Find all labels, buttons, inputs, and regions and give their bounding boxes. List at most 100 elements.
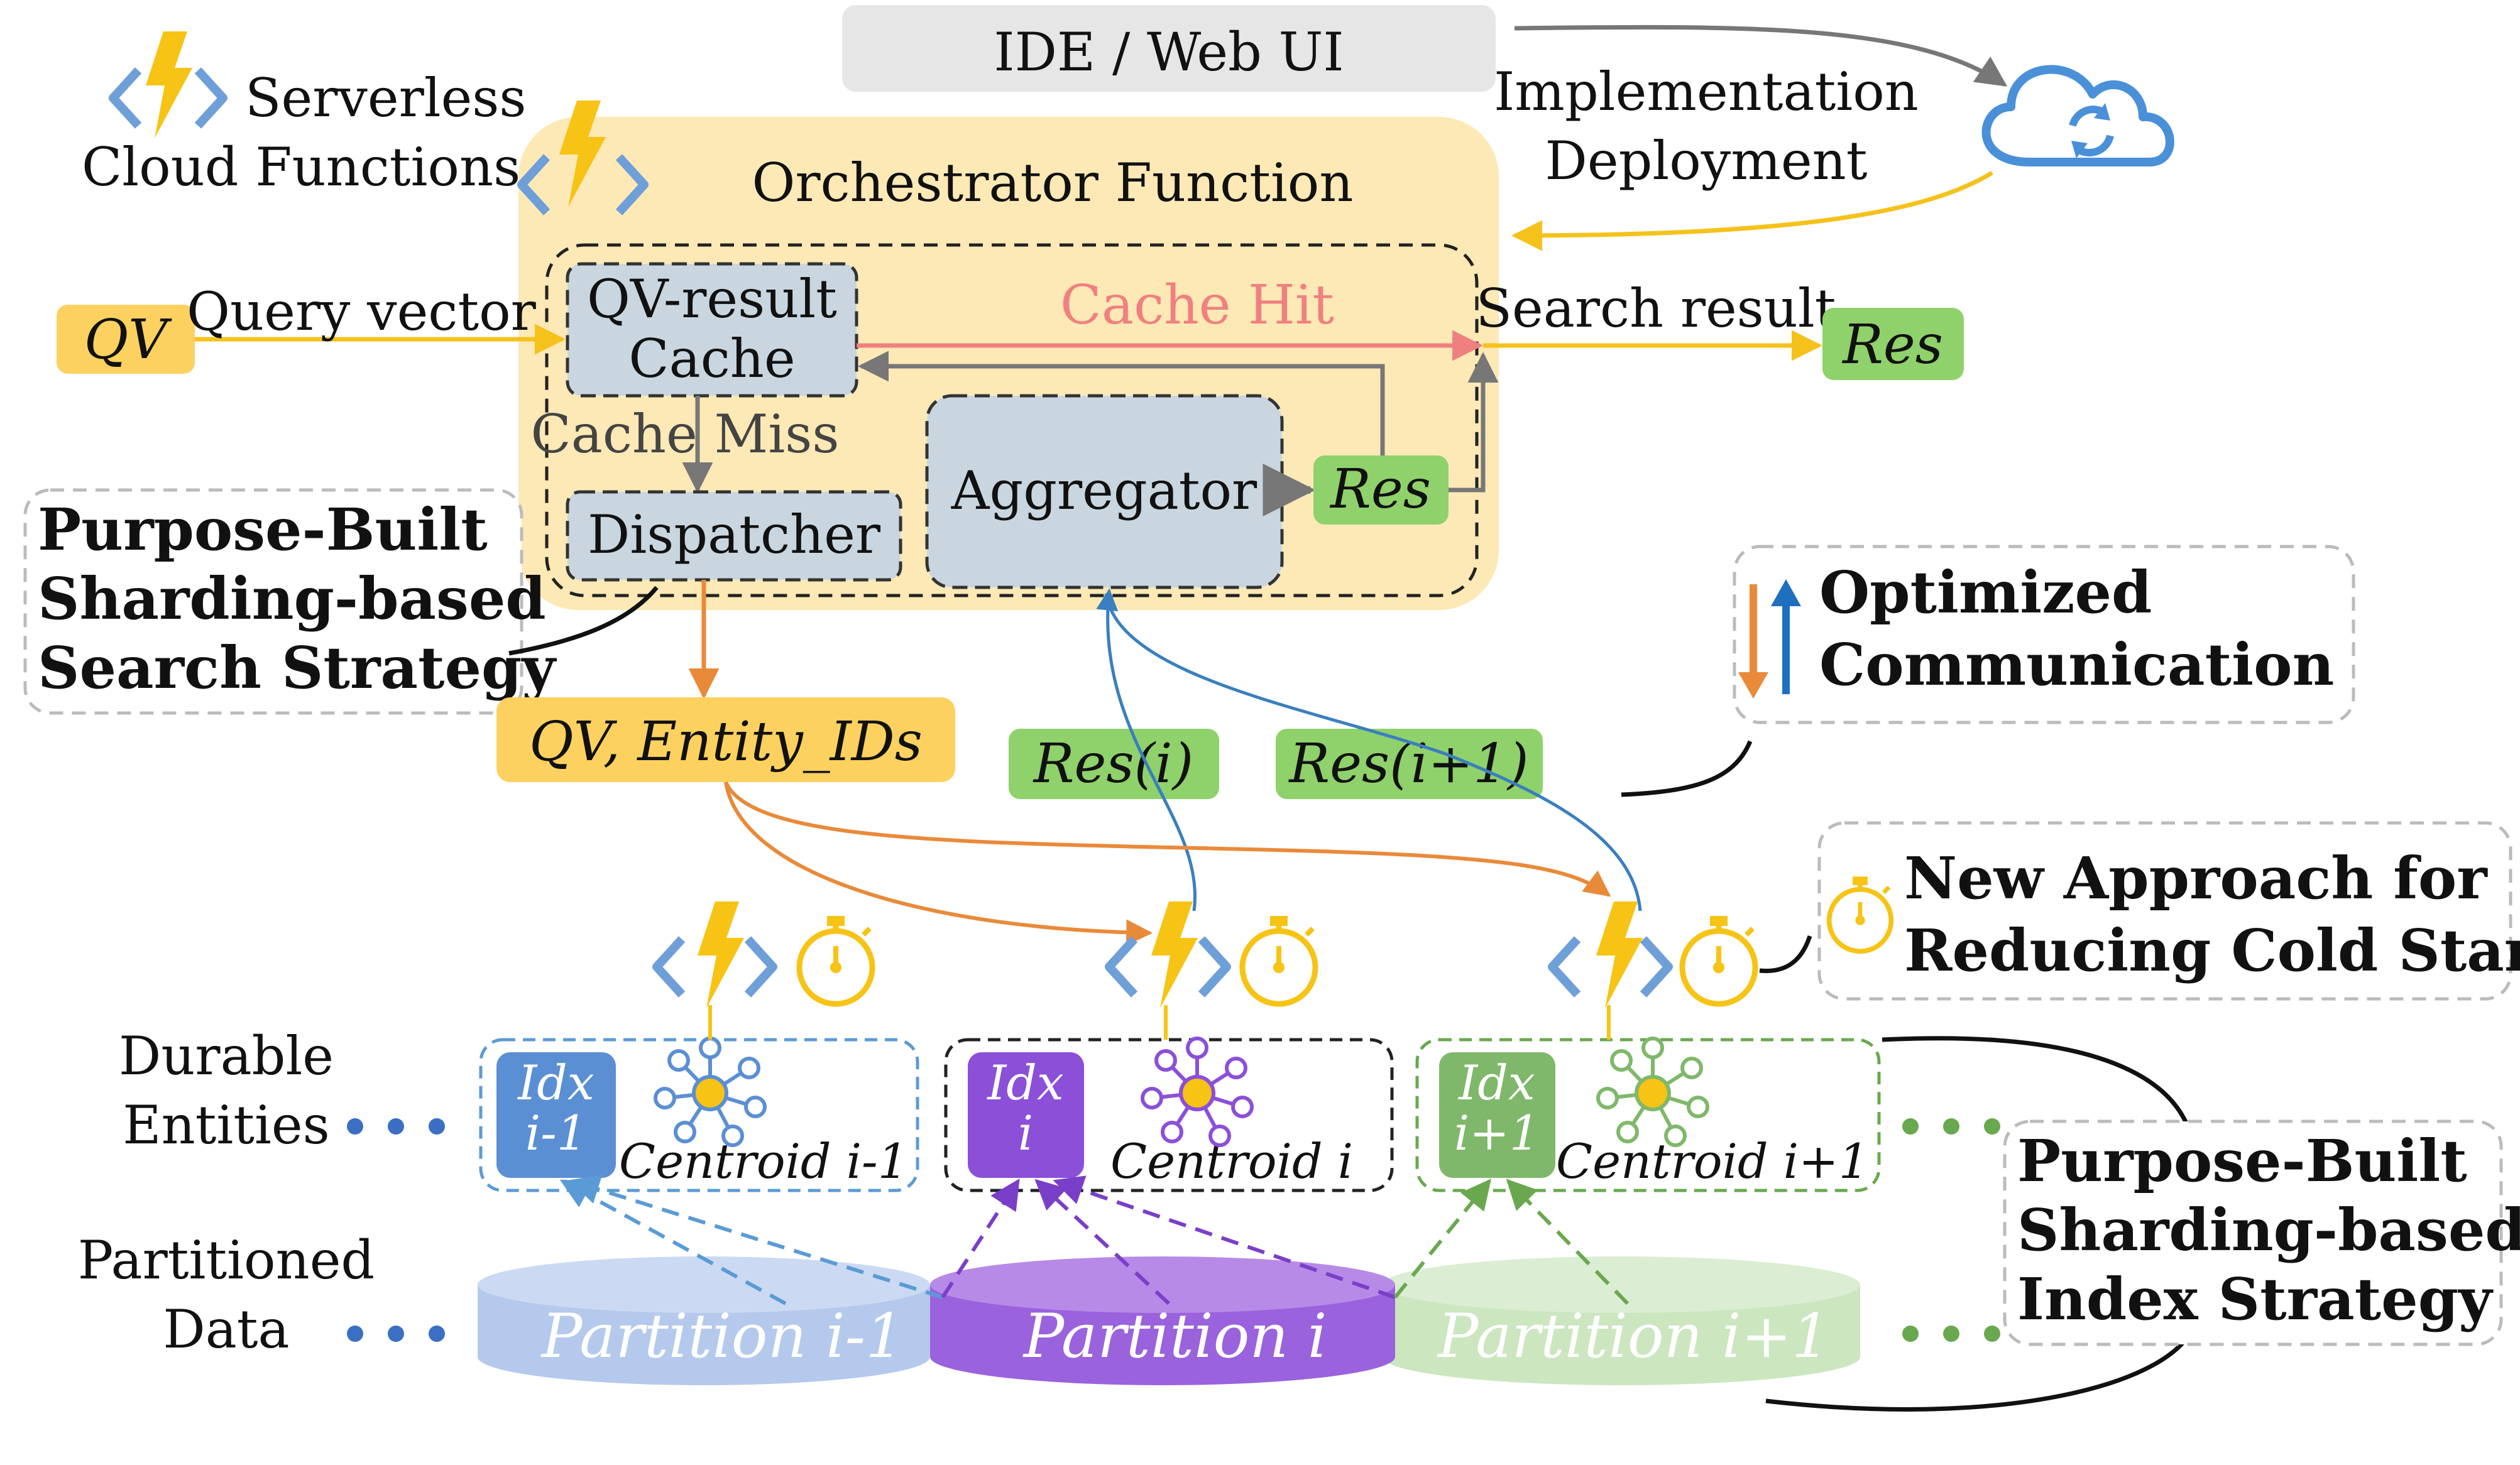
- index-strategy-line3: Index Strategy: [2017, 1265, 2494, 1333]
- cache-miss-label: Cache Miss: [531, 403, 840, 465]
- partitioned-label-line2: Data: [163, 1299, 289, 1360]
- dispatch-to-i1-arrow: [724, 781, 1611, 897]
- worker-function-icon-i1: [1552, 901, 1668, 1008]
- centroid-node: [674, 1121, 696, 1143]
- entity-box-i-1: [479, 1038, 919, 1192]
- orchestrator-inner-boundary: [545, 243, 1479, 597]
- centroid-node: [744, 1096, 767, 1118]
- centroid-node: [1664, 1125, 1687, 1147]
- search-strategy-line1: Purpose-Built: [38, 496, 488, 564]
- centroid-node: [1231, 1096, 1254, 1118]
- durable-ellipsis-left: [347, 1118, 445, 1135]
- res-to-output-arrow: [1449, 352, 1499, 493]
- search-strategy-line3: Search Strategy: [38, 634, 557, 702]
- idx-badge-i1: [1439, 1052, 1555, 1178]
- centroid-node: [1641, 1037, 1664, 1059]
- durable-ellipsis-right: [1902, 1118, 2000, 1135]
- worker-function-icon-i: [1109, 901, 1227, 1008]
- index-strategy-connector-top: [1882, 1036, 2189, 1126]
- qv-result-cache-line1: QV-result: [587, 268, 837, 330]
- res-to-cache-arrow: [858, 351, 1385, 455]
- centroid-hub: [1635, 1075, 1671, 1111]
- centroid-network-icon-i-1: [654, 1037, 767, 1147]
- search-strategy-line2: Sharding-based: [38, 565, 546, 633]
- orchestrator-title: Orchestrator Function: [752, 152, 1354, 214]
- stopwatch-icon-i-1: [799, 916, 872, 1004]
- output-res-badge: [1822, 308, 1964, 380]
- centroid-node: [721, 1125, 744, 1147]
- optimized-connector: [1621, 740, 1753, 797]
- centroid-network-icon-i: [1141, 1037, 1254, 1147]
- partition-to-idx-i-1-a: [559, 1179, 787, 1305]
- idx-i-line1: Idx: [986, 1055, 1064, 1111]
- centroid-hub: [1179, 1075, 1215, 1111]
- optimized-line2: Communication: [1819, 631, 2334, 699]
- centroid-node: [1687, 1096, 1709, 1118]
- partition-to-idx-i-c: [1053, 1175, 1396, 1299]
- ide-web-ui-bar: [842, 5, 1496, 92]
- cache-hit-label: Cache Hit: [1060, 274, 1334, 337]
- partition-cylinder-i-1: [478, 1256, 930, 1385]
- res-i1-badge: [1276, 729, 1543, 799]
- dispatch-to-i-arrow: [724, 782, 1153, 946]
- centroid-network-icon-i1: [1596, 1037, 1709, 1147]
- index-strategy-line2: Sharding-based: [2017, 1196, 2520, 1264]
- centroid-node: [699, 1037, 721, 1059]
- res-i-label: Res(i): [1033, 732, 1193, 795]
- qv-result-cache-line2: Cache: [628, 328, 795, 389]
- search-strategy-callout: [23, 488, 523, 715]
- centroid-node: [1141, 1087, 1163, 1109]
- partition-i1-label: Partition i+1: [1437, 1301, 1830, 1371]
- cold-start-connector: [1759, 935, 1812, 974]
- partition-to-idx-i1-a: [1393, 1179, 1492, 1299]
- partition-to-idx-i-1-b: [569, 1175, 943, 1299]
- centroid-node: [1610, 1049, 1633, 1072]
- qv-result-cache-box: [566, 262, 858, 398]
- aggregator-label: Aggregator: [951, 460, 1257, 521]
- res-i1-arrow: [1104, 593, 1642, 912]
- deployment-label: Deployment: [1545, 130, 1868, 192]
- partition-cylinder-i: [930, 1256, 1395, 1385]
- centroid-node: [1154, 1049, 1177, 1072]
- partition-to-idx-i1-b: [1506, 1179, 1630, 1305]
- orchestrator-res-label: Res: [1329, 458, 1431, 521]
- centroid-node: [1225, 1057, 1247, 1079]
- centroid-node: [1161, 1121, 1183, 1143]
- centroid-node: [667, 1049, 690, 1072]
- cloud-sync-icon: [1981, 65, 2174, 166]
- stopwatch-icon-i1: [1682, 916, 1755, 1004]
- optimized-communication-callout: [1733, 545, 2355, 724]
- stopwatch-icon-i: [1242, 916, 1315, 1004]
- idx-badge-i-1: [496, 1052, 616, 1178]
- search-strategy-connector: [508, 585, 659, 656]
- worker-function-icon-i-1: [657, 901, 773, 1008]
- up-down-arrows-icon: [1738, 579, 1801, 699]
- dispatcher-label: Dispatcher: [588, 504, 881, 565]
- centroid-node: [654, 1087, 676, 1109]
- orchestrator-res-badge: [1313, 455, 1449, 525]
- durable-label-line2: Entities: [123, 1094, 329, 1156]
- partition-to-idx-i-a: [941, 1178, 1020, 1299]
- entity-box-i: [944, 1038, 1394, 1192]
- partition-i-1-label: Partition i-1: [540, 1301, 904, 1371]
- centroid-hub: [692, 1075, 728, 1111]
- qv-input-badge: [57, 305, 195, 374]
- res-i-arrow: [1096, 588, 1197, 912]
- partition-ellipsis-right: [1902, 1326, 2000, 1342]
- centroid-i-label: Centroid i: [1110, 1133, 1353, 1189]
- partition-cylinder-i1: [1383, 1256, 1860, 1385]
- index-strategy-line1: Purpose-Built: [2017, 1127, 2467, 1195]
- idx-i1-line1: Idx: [1457, 1055, 1535, 1111]
- cold-start-callout: [1817, 821, 2512, 1001]
- idx-i-1-line2: i-1: [525, 1105, 587, 1161]
- centroid-node: [1208, 1125, 1231, 1147]
- centroid-node: [738, 1057, 760, 1079]
- search-result-label: Search result: [1476, 278, 1836, 339]
- idx-i-line2: i: [1018, 1105, 1033, 1161]
- dispatcher-box: [566, 490, 902, 582]
- deployment-arrow: [1511, 171, 1993, 251]
- centroid-node: [1680, 1057, 1703, 1079]
- centroid-i-1-label: Centroid i-1: [619, 1133, 908, 1189]
- partition-ellipsis-left: [347, 1326, 445, 1342]
